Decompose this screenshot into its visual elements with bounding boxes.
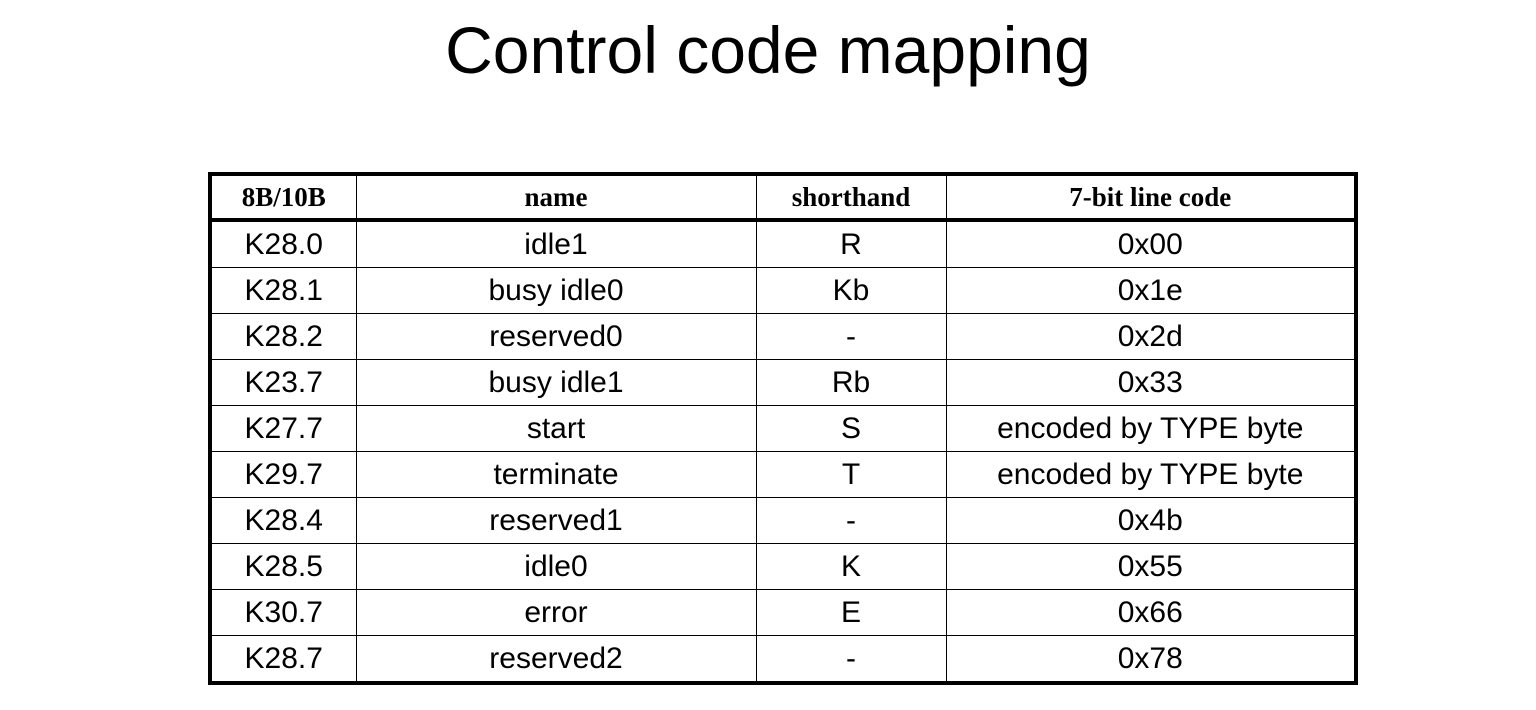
cell-8b10b: K28.0 <box>209 219 357 268</box>
cell-line-code: 0x1e <box>945 267 1357 314</box>
cell-8b10b: K28.7 <box>209 635 357 684</box>
cell-8b10b: K28.4 <box>209 497 357 544</box>
cell-line-code: 0x00 <box>945 219 1357 268</box>
cell-name: busy idle0 <box>355 267 757 314</box>
control-code-table: 8B/10B name shorthand 7-bit line code K2… <box>208 172 1358 685</box>
cell-name: start <box>355 405 757 452</box>
cell-shorthand: T <box>755 451 947 498</box>
cell-8b10b: K28.2 <box>209 313 357 360</box>
cell-line-code: 0x2d <box>945 313 1357 360</box>
column-header-line-code: 7-bit line code <box>945 174 1357 222</box>
page-title: Control code mapping <box>445 13 1091 87</box>
column-header-name: name <box>355 174 757 222</box>
table-header-row: 8B/10B name shorthand 7-bit line code <box>209 174 1357 222</box>
cell-line-code: 0x66 <box>945 589 1357 636</box>
cell-shorthand: E <box>755 589 947 636</box>
cell-shorthand: Rb <box>755 359 947 406</box>
cell-name: reserved2 <box>355 635 757 684</box>
cell-line-code: 0x4b <box>945 497 1357 544</box>
cell-name: reserved0 <box>355 313 757 360</box>
cell-name: reserved1 <box>355 497 757 544</box>
cell-shorthand: S <box>755 405 947 452</box>
cell-shorthand: - <box>755 313 947 360</box>
cell-name: idle1 <box>355 219 757 268</box>
cell-shorthand: - <box>755 635 947 684</box>
cell-name: error <box>355 589 757 636</box>
cell-8b10b: K28.1 <box>209 267 357 314</box>
column-header-8b10b: 8B/10B <box>209 174 357 222</box>
column-header-shorthand: shorthand <box>755 174 947 222</box>
cell-name: terminate <box>355 451 757 498</box>
cell-line-code: encoded by TYPE byte <box>945 405 1357 452</box>
cell-8b10b: K28.5 <box>209 543 357 590</box>
cell-name: busy idle1 <box>355 359 757 406</box>
cell-line-code: 0x55 <box>945 543 1357 590</box>
cell-line-code: 0x78 <box>945 635 1357 684</box>
cell-8b10b: K29.7 <box>209 451 357 498</box>
cell-line-code: 0x33 <box>945 359 1357 406</box>
cell-shorthand: K <box>755 543 947 590</box>
cell-shorthand: Kb <box>755 267 947 314</box>
cell-shorthand: R <box>755 219 947 268</box>
cell-8b10b: K30.7 <box>209 589 357 636</box>
cell-name: idle0 <box>355 543 757 590</box>
cell-line-code: encoded by TYPE byte <box>945 451 1357 498</box>
cell-8b10b: K27.7 <box>209 405 357 452</box>
cell-8b10b: K23.7 <box>209 359 357 406</box>
cell-shorthand: - <box>755 497 947 544</box>
